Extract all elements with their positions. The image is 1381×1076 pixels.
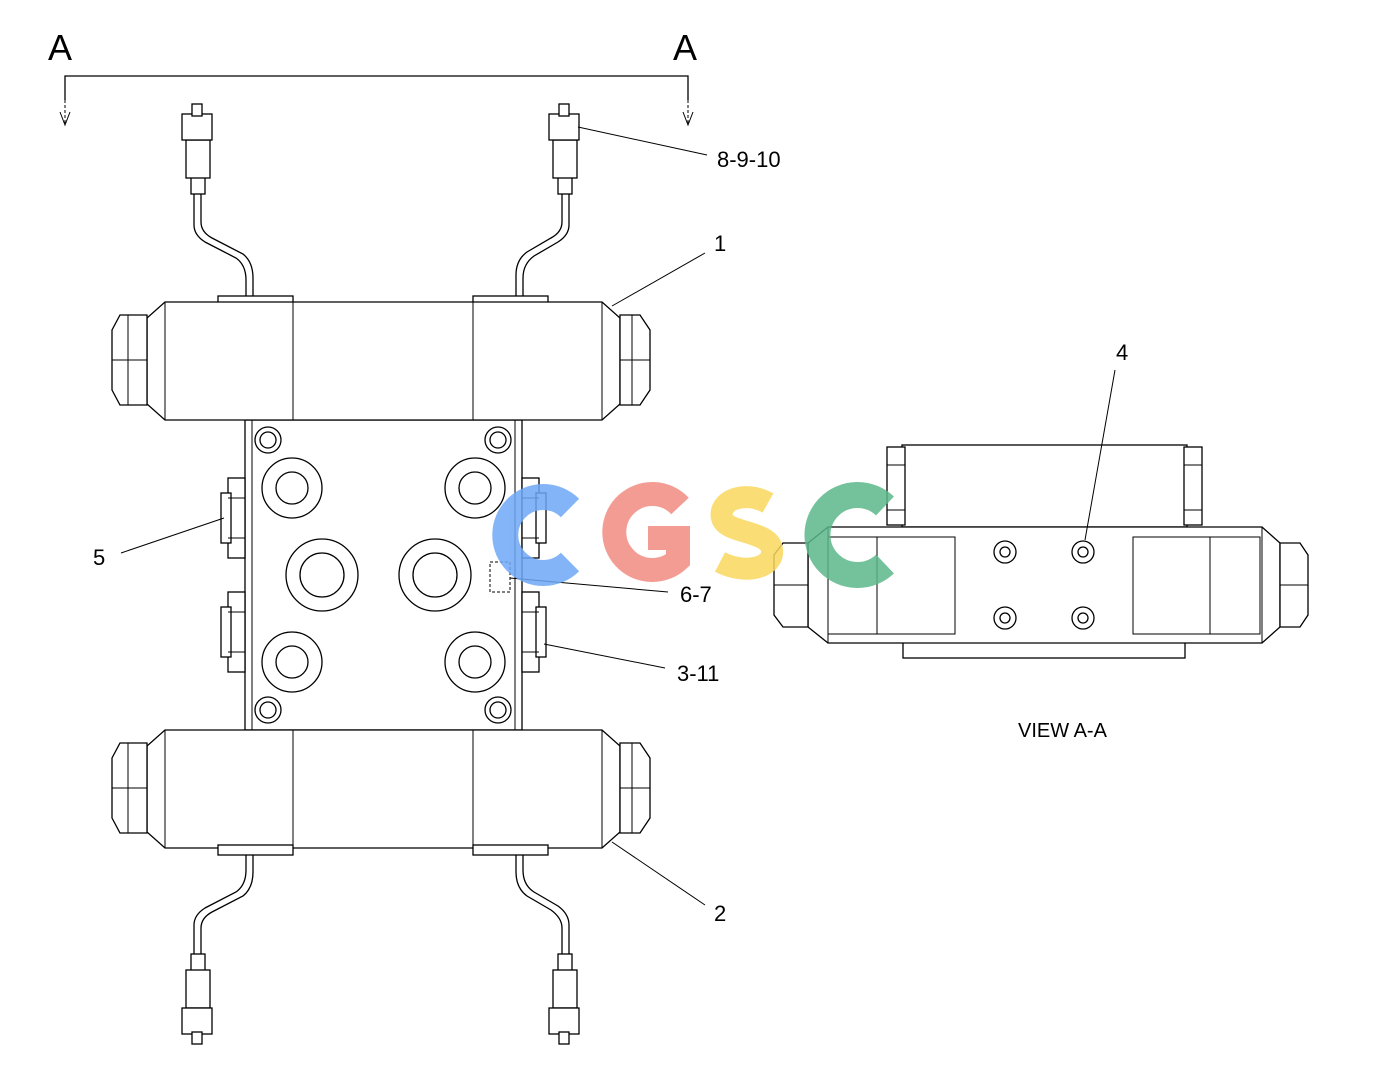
watermark-letter-g [602, 482, 690, 582]
callout-3-11: 3-11 [677, 661, 719, 686]
wire-harness-top [181, 103, 580, 296]
lower-solenoid-valve [111, 729, 651, 856]
manifold-block [244, 419, 523, 731]
callout-6-7: 6-7 [680, 582, 712, 607]
callouts: 8-9-10 1 4 5 6-7 3-11 2 VIEW A-A [93, 147, 1128, 926]
cgsc-watermark [492, 482, 894, 588]
section-letter-right: A [673, 27, 697, 68]
section-letter-left: A [48, 27, 72, 68]
wire-harness-bottom [181, 855, 580, 1045]
leader-lines [120, 126, 1116, 906]
watermark-letter-c [492, 484, 580, 586]
callout-4: 4 [1116, 340, 1128, 365]
view-a-a-label: VIEW A-A [1018, 720, 1108, 742]
watermark-letter-s [710, 486, 783, 580]
callout-5: 5 [93, 545, 105, 570]
callout-8-9-10: 8-9-10 [717, 147, 781, 172]
callout-1: 1 [714, 231, 726, 256]
watermark-letter-c2 [804, 482, 894, 588]
callout-2: 2 [714, 901, 726, 926]
section-line-a-a: A A [48, 27, 697, 127]
upper-solenoid-valve [111, 295, 651, 421]
view-a-a [773, 444, 1309, 659]
